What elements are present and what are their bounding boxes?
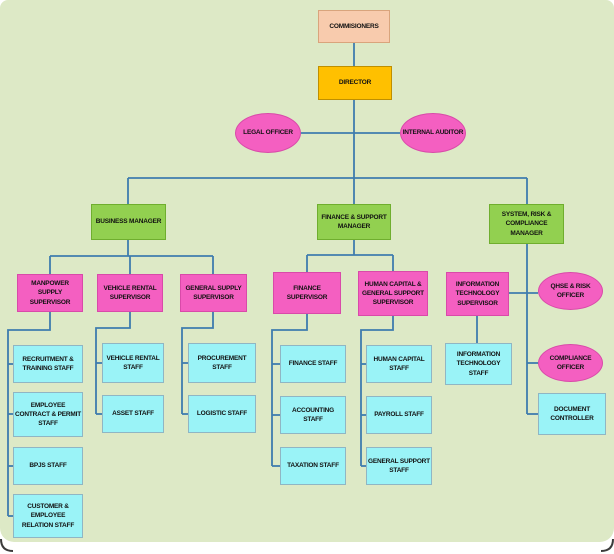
node-information-technology-supervisor: INFORMATION TECHNOLOGY SUPERVISOR [446, 272, 509, 316]
node-compliance-officer: COMPLIANCE OFFICER [538, 344, 603, 382]
node-taxation-staff: TAXATION STAFF [280, 447, 346, 485]
node-finance-supervisor: FINANCE SUPERVISOR [273, 272, 341, 314]
node-commissioners: COMMISIONERS [318, 10, 390, 43]
node-human-capital-staff: HUMAN CAPITAL STAFF [366, 345, 432, 383]
node-qhse-risk-officer: QHSE & RISK OFFICER [538, 272, 603, 310]
node-recruitment-training-staff: RECRUITMENT & TRAINING STAFF [13, 345, 83, 383]
node-vehicle-rental-supervisor: VEHICLE RENTAL SUPERVISOR [97, 274, 163, 312]
node-general-supply-supervisor: GENERAL SUPPLY SUPERVISOR [180, 274, 247, 312]
node-finance-support-manager: FINANCE & SUPPORT MANAGER [317, 204, 391, 240]
node-payroll-staff: PAYROLL STAFF [366, 396, 432, 434]
node-director: DIRECTOR [318, 66, 392, 100]
node-employee-contract-permit-staff: EMPLOYEE CONTRACT & PERMIT STAFF [13, 392, 83, 437]
node-information-technology-staff: INFORMATION TECHNOLOGY STAFF [445, 343, 512, 385]
node-procurement-staff: PROCUREMENT STAFF [188, 343, 256, 383]
node-human-capital-general-support-supervisor: HUMAN CAPITAL & GENERAL SUPPORT SUPERVIS… [358, 271, 428, 316]
node-document-controller: DOCUMENT CONTROLLER [538, 393, 606, 435]
node-accounting-staff: ACCOUNTING STAFF [280, 396, 346, 434]
node-logistic-staff: LOGISTIC STAFF [188, 395, 256, 433]
node-asset-staff: ASSET STAFF [102, 395, 164, 433]
node-customer-employee-relation-staff: CUSTOMER & EMPLOYEE RELATION STAFF [13, 494, 83, 538]
node-bpjs-staff: BPJS STAFF [13, 447, 83, 485]
node-general-support-staff: GENERAL SUPPORT STAFF [366, 447, 432, 485]
node-manpower-supply-supervisor: MANPOWER SUPPLY SUPERVISOR [17, 274, 83, 312]
node-internal-auditor: INTERNAL AUDITOR [400, 113, 466, 153]
node-system-risk-compliance-manager: SYSTEM, RISK & COMPLIANCE MANAGER [489, 204, 564, 244]
node-legal-officer: LEGAL OFFICER [235, 113, 301, 153]
node-business-manager: BUSINESS MANAGER [91, 204, 166, 240]
node-vehicle-rental-staff: VEHICLE RENTAL STAFF [102, 343, 164, 383]
node-finance-staff: FINANCE STAFF [280, 345, 346, 383]
